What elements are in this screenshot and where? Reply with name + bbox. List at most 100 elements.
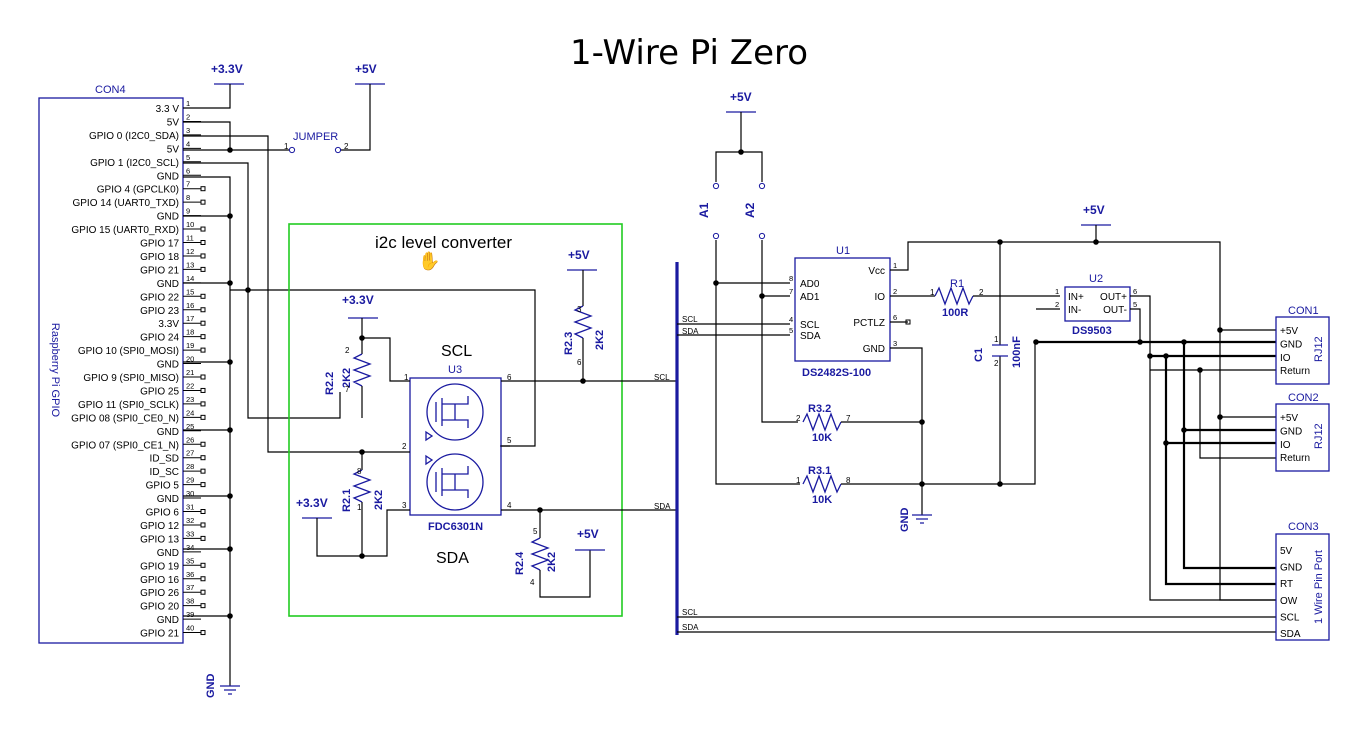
no-connect-marker (200, 199, 206, 205)
a2-label: A2 (743, 202, 757, 218)
con4-pin-number: 5 (186, 153, 190, 162)
sda-side-label: SDA (436, 550, 469, 567)
con4-pin-number: 6 (186, 166, 190, 175)
con4-pin-name: 5V (167, 144, 180, 155)
jumper-contact-2[interactable] (334, 146, 342, 154)
con4-pin-name: GPIO 08 (SPI0_CE0_N) (71, 413, 179, 424)
con4-pin-name: GPIO 07 (SPI0_CE1_N) (71, 440, 179, 451)
con4-pin-name: GPIO 9 (SPI0_MISO) (83, 373, 179, 384)
r21-ref: R2.1 (341, 489, 353, 512)
no-connect-marker (200, 307, 206, 313)
c1-capacitor: C1 100nF 1 2 (973, 242, 1023, 484)
con4-pin-number: 9 (186, 207, 190, 216)
con4-pin-name: GPIO 26 (140, 588, 179, 599)
con4-pin-number: 28 (186, 462, 194, 471)
a1-bottom-contact[interactable] (712, 232, 720, 240)
r23-val: 2K2 (594, 330, 606, 350)
con4-pin-number: 30 (186, 489, 194, 498)
rail-33v-converter-bottom: +3.3V (296, 496, 328, 510)
u1-pin-number: 3 (893, 339, 897, 348)
scl-side-label: SCL (441, 343, 472, 360)
u1-ds2482: U1 DS2482S-100 AD08AD17SCL4SDA5Vcc1IO2PC… (789, 239, 1276, 601)
r31-pin1: 1 (796, 476, 801, 485)
con4-pin-number: 34 (186, 543, 194, 552)
a2-top-contact[interactable] (758, 182, 766, 190)
r23-pin1: 3 (577, 305, 582, 314)
con2-pin-label: IO (1280, 440, 1291, 451)
u1-ref: U1 (836, 245, 850, 257)
diagram-title: 1-Wire Pi Zero (570, 33, 808, 73)
con4-pin-name: GPIO 19 (140, 561, 179, 572)
con1-ref: CON1 (1288, 305, 1319, 317)
bus-sda-u1-label: SDA (682, 327, 699, 336)
con4-pin-name: GPIO 17 (140, 239, 179, 250)
con4-pin-number: 10 (186, 220, 194, 229)
u2-pin-number: 1 (1055, 287, 1059, 296)
r32-ref: R3.2 (808, 403, 831, 415)
r24-pin1: 5 (533, 527, 538, 536)
con4-pin-number: 21 (186, 368, 194, 377)
u3-part: FDC6301N (428, 521, 483, 533)
u1-pin-number: 4 (789, 315, 793, 324)
con2-pin-label: Return (1280, 453, 1310, 464)
con4-pin-name: GPIO 16 (140, 575, 179, 586)
c1-val: 100nF (1011, 336, 1023, 368)
con3-pin-label: GND (1280, 563, 1302, 574)
u2-pin-number: 2 (1055, 300, 1059, 309)
u3-pin1: 1 (404, 373, 409, 382)
con4-pin-name: GND (157, 360, 179, 371)
rail-5v-r23: +5V (568, 248, 590, 262)
r23-pin2: 6 (577, 358, 582, 367)
con2-pin-label: GND (1280, 426, 1302, 437)
u1-pin-name: SDA (800, 331, 821, 342)
mosfet-upper-icon (425, 383, 484, 442)
con4-pin-name: ID_SD (150, 454, 179, 465)
con4-pin-name: 3.3V (158, 319, 179, 330)
r31-pin2: 8 (846, 476, 851, 485)
con4-pin-name: GPIO 21 (140, 629, 179, 640)
bus-scl-tap-label: SCL (654, 373, 670, 382)
con4-pin-name: GPIO 4 (GPCLK0) (97, 185, 179, 196)
u3-pin6: 6 (507, 373, 512, 382)
con4-pin-number: 29 (186, 476, 194, 485)
con4-pin-number: 16 (186, 301, 194, 310)
con4-pin-name: GND (157, 494, 179, 505)
a2-bottom-contact[interactable] (758, 232, 766, 240)
con4-pin-number: 36 (186, 570, 194, 579)
u1-pin-number: 8 (789, 274, 793, 283)
r22-val: 2K2 (341, 368, 353, 388)
con1-pin-label: IO (1280, 353, 1291, 364)
con4-pin-name: 5V (167, 117, 180, 128)
con4-pin-number: 26 (186, 435, 194, 444)
con4-pin-number: 40 (186, 624, 194, 633)
r1-pin1: 1 (930, 288, 935, 297)
con4-pin-number: 32 (186, 516, 194, 525)
con4-pin-name: GPIO 12 (140, 521, 179, 532)
r31-val: 10K (812, 494, 832, 506)
con4-pin-number: 8 (186, 193, 190, 202)
c1-pin2: 2 (994, 359, 999, 368)
a1-top-contact[interactable] (712, 182, 720, 190)
jumper-contact-1[interactable] (288, 146, 296, 154)
con4-pin-number: 39 (186, 610, 194, 619)
gnd-label-u1: GND (899, 508, 911, 533)
header-power: +3.3V +5V JUMPER 1 2 GND (183, 62, 536, 698)
r22-ref: R2.2 (324, 372, 336, 395)
hand-cursor-icon: ✋ (418, 250, 440, 271)
con4-pin-name: GPIO 24 (140, 333, 179, 344)
u2-part: DS9503 (1072, 325, 1112, 337)
con4-side-label: Raspberry Pi GPIO (49, 323, 61, 418)
r1-ref: R1 (950, 278, 964, 290)
con4-pin-number: 17 (186, 314, 194, 323)
r3-pullups: R3.2 10K 2 7 R3.1 10K 1 8 GND (796, 342, 1036, 533)
u1-pin-number: 2 (893, 287, 897, 296)
no-connect-marker (200, 186, 206, 192)
con4-pin-number: 18 (186, 328, 194, 337)
